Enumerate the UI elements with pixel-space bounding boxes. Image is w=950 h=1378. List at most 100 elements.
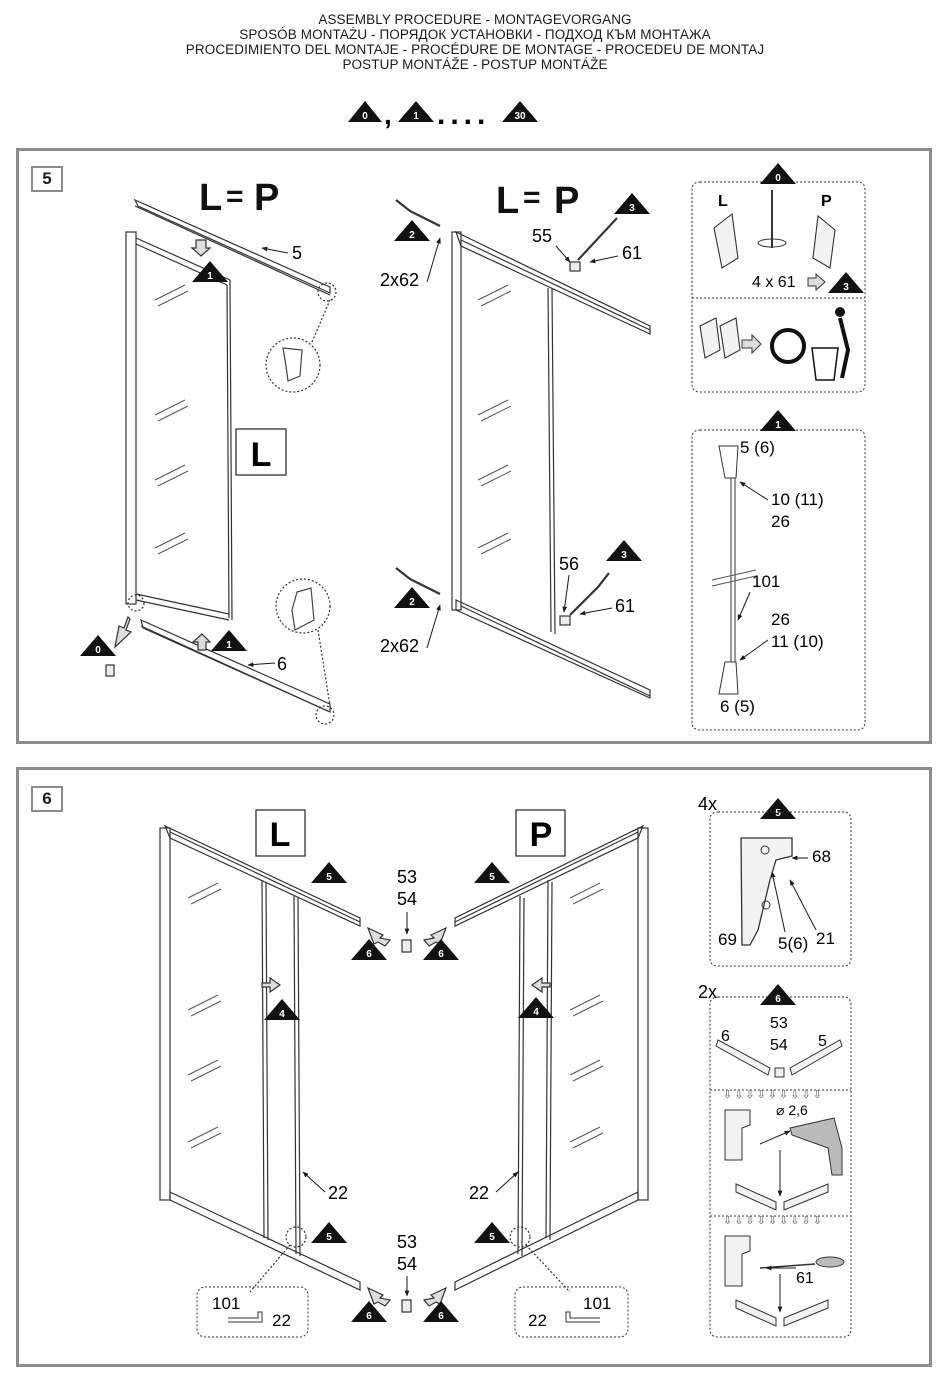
step5-tri-2b-label: 2 xyxy=(409,597,415,608)
seq-triangle-30 xyxy=(502,101,538,122)
step6-side-p: P xyxy=(530,816,553,854)
step5-tri-0 xyxy=(80,635,116,656)
screwdriver-icon xyxy=(759,1263,816,1269)
detail5-label-1: 69 xyxy=(718,930,737,949)
step5-middle-drawing: L = P xyxy=(395,180,651,699)
part-55: 55 xyxy=(532,226,552,246)
detail6-drill: ⌀ 2,6 xyxy=(776,1102,808,1118)
callout-right-22: 22 xyxy=(528,1311,547,1330)
step6-tri-6c: 6 xyxy=(366,1311,372,1322)
step5-tri-3b-label: 3 xyxy=(621,550,627,561)
part-56: 56 xyxy=(559,554,579,574)
callout-left-101: 101 xyxy=(212,1294,240,1313)
detail5-tri: 5 xyxy=(775,808,781,819)
detail6-label-0: 6 xyxy=(721,1028,730,1045)
seq-comma: , xyxy=(384,99,392,130)
step5-mid-title-l: L xyxy=(496,180,519,222)
step6-part-53-bottom: 53 xyxy=(397,1232,417,1252)
step-6-number: 6 xyxy=(31,786,63,812)
step5-tri-3b xyxy=(606,540,642,561)
step6-side-l-box xyxy=(255,809,306,857)
step6-right-door xyxy=(366,824,649,1313)
seq-triangle-0 xyxy=(348,101,382,122)
detail1-label-2: 26 xyxy=(771,512,790,531)
callout-left-22: 22 xyxy=(272,1311,291,1330)
detail1-label-4: 26 xyxy=(771,610,790,629)
step6-part-22-right: 22 xyxy=(469,1183,489,1203)
sequence-indicator: 0 , 1 .... 30 xyxy=(348,98,538,131)
recycle-icon xyxy=(770,328,806,364)
step6-detail-6: 2x 6 6 53 54 5 ⇩⇩⇩⇩⇩⇩⇩⇩⇩ ⇩⇩⇩⇩⇩⇩⇩⇩⇩ ⌀ 2,6… xyxy=(698,982,852,1338)
screws-top: 2x62 xyxy=(380,270,419,290)
svg-text:⇩⇩⇩⇩⇩⇩⇩⇩⇩: ⇩⇩⇩⇩⇩⇩⇩⇩⇩ xyxy=(723,1089,824,1101)
step-5-number: 5 xyxy=(31,166,63,192)
seq-second: 1 xyxy=(413,111,419,122)
header-line-4: POSTUP MONTÁŽE - POSTUP MONTÁŽE xyxy=(342,57,608,72)
part-61b: 61 xyxy=(615,596,635,616)
seq-first: 0 xyxy=(362,111,368,122)
detail1-label-5: 11 (10) xyxy=(771,632,824,651)
detail5-label-2: 5(6) xyxy=(778,934,808,953)
detail0-tri-next xyxy=(828,272,864,293)
svg-text:⇩⇩⇩⇩⇩⇩⇩⇩⇩: ⇩⇩⇩⇩⇩⇩⇩⇩⇩ xyxy=(723,1215,824,1227)
step5-tri-1a-label: 1 xyxy=(207,271,213,282)
step5-mid-title-eq: = xyxy=(523,181,541,214)
step6-left-door xyxy=(159,824,361,1293)
detail6-label-2: 54 xyxy=(770,1037,788,1054)
detail1-label-6: 6 (5) xyxy=(720,697,755,716)
step5-tri-1b-label: 1 xyxy=(226,640,232,651)
screws-bottom: 2x62 xyxy=(380,636,419,656)
detail1-tri xyxy=(760,410,796,431)
step5-left-title-eq: = xyxy=(226,180,244,213)
detail6-tri: 6 xyxy=(775,994,781,1005)
header-line-3: PROCEDIMIENTO DEL MONTAJE - PROCÉDURE DE… xyxy=(185,42,765,57)
detail-circle-top xyxy=(265,337,321,393)
detail6-label-1: 53 xyxy=(770,1015,788,1032)
step6-callout-left: 101 22 xyxy=(196,1286,309,1338)
step6-tri-5d: 5 xyxy=(489,1232,495,1243)
step6-tri-5b: 5 xyxy=(489,872,495,883)
detail6-count: 2x xyxy=(698,982,717,1002)
detail5-label-3: 21 xyxy=(816,929,835,948)
step6-part-54-bottom: 54 xyxy=(397,1254,417,1274)
step-6-panel xyxy=(16,767,932,1367)
step5-left-title-l: L xyxy=(199,177,222,219)
detail1-label-0: 5 (6) xyxy=(740,438,775,457)
detail6-label-3: 5 xyxy=(818,1033,827,1050)
step6-part-53-top: 53 xyxy=(397,867,417,887)
detail0-tri xyxy=(760,163,796,184)
step6-part-22-left: 22 xyxy=(328,1183,348,1203)
step5-tri-0-label: 0 xyxy=(95,645,101,656)
trash-bin-icon xyxy=(811,347,839,381)
step5-tri-1b xyxy=(211,630,247,651)
step5-left-drawing: L = P xyxy=(105,177,337,725)
step6-tri-5c: 5 xyxy=(326,1232,332,1243)
step6-callout-right: 101 22 xyxy=(514,1286,629,1338)
detail5-count: 4x xyxy=(698,794,717,814)
step6-detail-5: 4x 5 68 69 5(6) 21 xyxy=(698,794,852,967)
step6-tri-4b: 4 xyxy=(533,1007,539,1018)
header-line-2: SPOSÓB MONTAŻU - ПОРЯДОК УСТАНОВКИ - ПОД… xyxy=(239,27,711,42)
step5-part-6: 6 xyxy=(277,654,287,674)
step6-side-p-box xyxy=(515,809,566,857)
step6-side-l: L xyxy=(270,816,291,854)
detail1-tri-label: 1 xyxy=(775,420,781,431)
detail0-tri-next-label: 3 xyxy=(843,282,849,293)
detail0-tri-label: 0 xyxy=(775,173,781,184)
drill-icon xyxy=(789,1117,843,1176)
side-label-box xyxy=(235,428,287,476)
step5-part-5: 5 xyxy=(292,243,302,263)
detail5-label-0: 68 xyxy=(812,847,831,866)
step5-tri-1a xyxy=(192,261,228,282)
step5-side-label: L xyxy=(251,436,272,474)
detail6-screw: 61 xyxy=(796,1270,814,1287)
step5-mid-title-p: P xyxy=(554,180,579,222)
detail1-label-3: 101 xyxy=(752,572,780,591)
step5-tri-2a xyxy=(394,220,430,241)
step5-detail-0: 0 L P 4 x 61 3 xyxy=(691,163,866,393)
step6-triangles: 5 5 6 6 4 4 5 5 6 6 xyxy=(264,862,554,1322)
step6-tri-6a: 6 xyxy=(366,949,372,960)
step6-tri-6d: 6 xyxy=(438,1311,444,1322)
seq-triangle-1 xyxy=(398,101,434,122)
